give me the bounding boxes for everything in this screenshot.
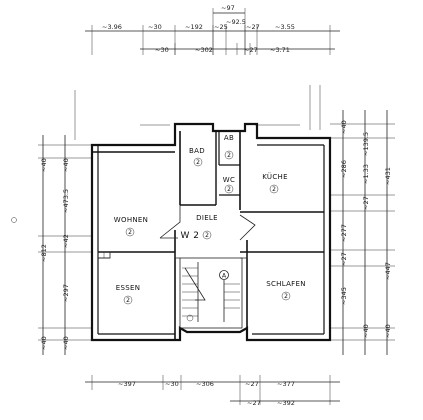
- punch-hole-mark: [11, 217, 17, 223]
- dim-right-286: ~286: [340, 160, 348, 178]
- dim-right-1395: ~139.5: [362, 132, 370, 156]
- dim-bottom-377: ~377: [277, 380, 295, 388]
- dim-top-302: ~302: [195, 46, 213, 54]
- dim-top-925: ~92.5: [226, 18, 246, 26]
- dim-top-27b: ~27: [244, 46, 258, 54]
- dim-right-40a: ~40: [340, 120, 348, 134]
- dim-right-345: ~345: [340, 287, 348, 305]
- dim-right-447: ~447: [384, 262, 392, 280]
- room-wc-number: 2: [227, 186, 231, 193]
- dim-top-97: ~97: [221, 4, 235, 12]
- room-wc-label: WC: [223, 176, 235, 184]
- right-dimension-lines: ~40 ~286 ~1.33 ~139.5 ~27 ~277 ~27 ~345 …: [330, 110, 395, 355]
- dim-bottom-27b: ~27: [247, 399, 261, 407]
- room-wohnen-label: WOHNEN: [114, 216, 148, 224]
- dim-top-192: ~192: [185, 23, 203, 31]
- room-kueche-label: KÜCHE: [262, 172, 288, 181]
- dim-top-30a: ~30: [148, 23, 162, 31]
- dim-right-40b: ~40: [362, 324, 370, 338]
- room-bad-label: BAD: [189, 147, 205, 155]
- dim-top-25: ~25: [214, 23, 228, 31]
- bottom-dimension-lines: ~397 ~30 ~306 ~27 ~377 ~27 ~392: [85, 375, 340, 407]
- unit-label: W 2: [181, 231, 200, 241]
- left-dimension-lines: ~40 ~40 ~473.5 ~812 ~42 ~297 ~40 ~40: [38, 135, 92, 355]
- dim-right-40c: ~40: [384, 324, 392, 338]
- unit-number: 2: [205, 232, 209, 239]
- dim-left-297: ~297: [62, 284, 70, 302]
- room-kueche-number: 2: [272, 186, 276, 193]
- dim-right-27b: ~27: [340, 252, 348, 266]
- building-walls: [74, 85, 332, 342]
- dim-right-27a: ~27: [362, 196, 370, 210]
- dim-left-42: ~42: [62, 234, 70, 248]
- room-essen-label: ESSEN: [116, 284, 140, 292]
- dim-left-40a: ~40: [40, 158, 48, 172]
- room-schlafen-label: SCHLAFEN: [266, 280, 306, 288]
- dim-right-431: ~431: [384, 167, 392, 185]
- dim-bottom-27a: ~27: [245, 380, 259, 388]
- room-diele-label: DIELE: [196, 214, 218, 222]
- top-dimension-lines: ~97 ~3.96 ~30 ~192 ~25 ~92.5 ~27 ~3.55 ~…: [85, 4, 340, 55]
- dim-left-40c: ~40: [40, 336, 48, 350]
- stairwell: A: [179, 257, 243, 329]
- dim-top-355: ~3.55: [275, 23, 295, 31]
- room-essen-number: 2: [126, 297, 130, 304]
- dim-top-27a: ~27: [246, 23, 260, 31]
- dim-bottom-392: ~392: [277, 399, 295, 407]
- dim-top-371: ~3.71: [270, 46, 290, 54]
- dim-bottom-397: ~397: [118, 380, 136, 388]
- room-bad-number: 2: [196, 159, 200, 166]
- dim-left-812: ~812: [40, 244, 48, 262]
- dim-bottom-30: ~30: [165, 380, 179, 388]
- dim-left-4735: ~473.5: [62, 189, 70, 213]
- dim-top-30b: ~30: [155, 46, 169, 54]
- dim-right-277: ~277: [340, 224, 348, 242]
- room-ab-number: 2: [227, 152, 231, 159]
- stair-marker-label: A: [222, 273, 227, 280]
- dim-right-133: ~1.33: [362, 164, 370, 184]
- room-labels: BAD 2 AB 2 WC 2 KÜCHE 2 WOHNEN 2 DIELE W…: [114, 134, 306, 305]
- room-ab-label: AB: [224, 134, 234, 142]
- dim-left-40d: ~40: [62, 336, 70, 350]
- room-schlafen-number: 2: [284, 293, 288, 300]
- dim-bottom-306: ~306: [196, 380, 214, 388]
- stair-marker-circle: [219, 270, 229, 280]
- room-wohnen-number: 2: [128, 229, 132, 236]
- dim-left-40b: ~40: [62, 158, 70, 172]
- dim-top-396: ~3.96: [102, 23, 122, 31]
